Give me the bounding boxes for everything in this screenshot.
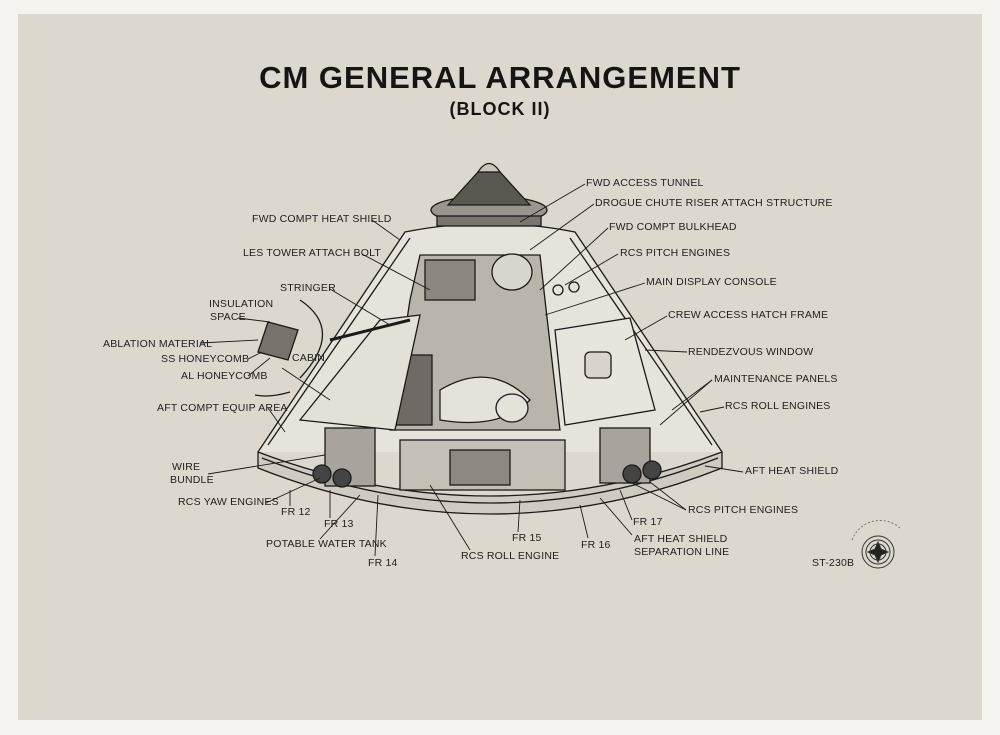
label-aft-compt-equip-area: AFT COMPT EQUIP AREA [157, 402, 288, 414]
label-cabin: CABIN [292, 352, 326, 364]
label-rcs-roll-engine: RCS ROLL ENGINE [461, 550, 560, 562]
label-insulation: INSULATION [209, 298, 274, 310]
page-subtitle: (BLOCK II) [449, 99, 551, 119]
label-main-display-console: MAIN DISPLAY CONSOLE [646, 276, 777, 288]
label-ablation-material: ABLATION MATERIAL [103, 338, 213, 350]
label-rcs-pitch-engines-bottom: RCS PITCH ENGINES [688, 504, 799, 516]
label-fr15: FR 15 [512, 532, 542, 544]
label-stringer: STRINGER [280, 282, 336, 294]
label-aft-heat-shield-sep-1: AFT HEAT SHIELD [634, 533, 728, 545]
label-fr14: FR 14 [368, 557, 398, 569]
label-les-tower-attach-bolt: LES TOWER ATTACH BOLT [243, 247, 382, 259]
label-fr13: FR 13 [324, 518, 354, 530]
label-fr16: FR 16 [581, 539, 611, 551]
label-rcs-pitch-engines-top: RCS PITCH ENGINES [620, 247, 731, 259]
label-fr12: FR 12 [281, 506, 311, 518]
doc-code: ST-230B [812, 557, 855, 569]
label-wire: WIRE [172, 461, 201, 473]
label-rendezvous-window: RENDEZVOUS WINDOW [688, 346, 814, 358]
label-fwd-access-tunnel: FWD ACCESS TUNNEL [586, 177, 704, 189]
apollo-logistics-training-logo [851, 519, 901, 569]
label-space: SPACE [210, 311, 246, 323]
label-aft-heat-shield: AFT HEAT SHIELD [745, 465, 839, 477]
label-al-honeycomb: AL HONEYCOMB [181, 370, 268, 382]
heat-shield-sample [257, 321, 299, 361]
label-maintenance-panels: MAINTENANCE PANELS [714, 373, 838, 385]
label-rcs-yaw-engines: RCS YAW ENGINES [178, 496, 279, 508]
page-title: CM GENERAL ARRANGEMENT [259, 60, 741, 95]
label-bundle: BUNDLE [170, 474, 214, 486]
label-drogue-chute: DROGUE CHUTE RISER ATTACH STRUCTURE [595, 197, 833, 209]
label-fwd-compt-bulkhead: FWD COMPT BULKHEAD [609, 221, 737, 233]
label-rcs-roll-engines: RCS ROLL ENGINES [725, 400, 831, 412]
label-potable-water-tank: POTABLE WATER TANK [266, 538, 387, 550]
aft-heat-shield-shape [257, 451, 723, 515]
label-aft-heat-shield-sep-2: SEPARATION LINE [634, 546, 730, 558]
label-ss-honeycomb: SS HONEYCOMB [161, 353, 250, 365]
label-crew-access-hatch-frame: CREW ACCESS HATCH FRAME [668, 309, 829, 321]
label-fwd-compt-heat-shield: FWD COMPT HEAT SHIELD [252, 213, 392, 225]
label-fr17: FR 17 [633, 516, 663, 528]
